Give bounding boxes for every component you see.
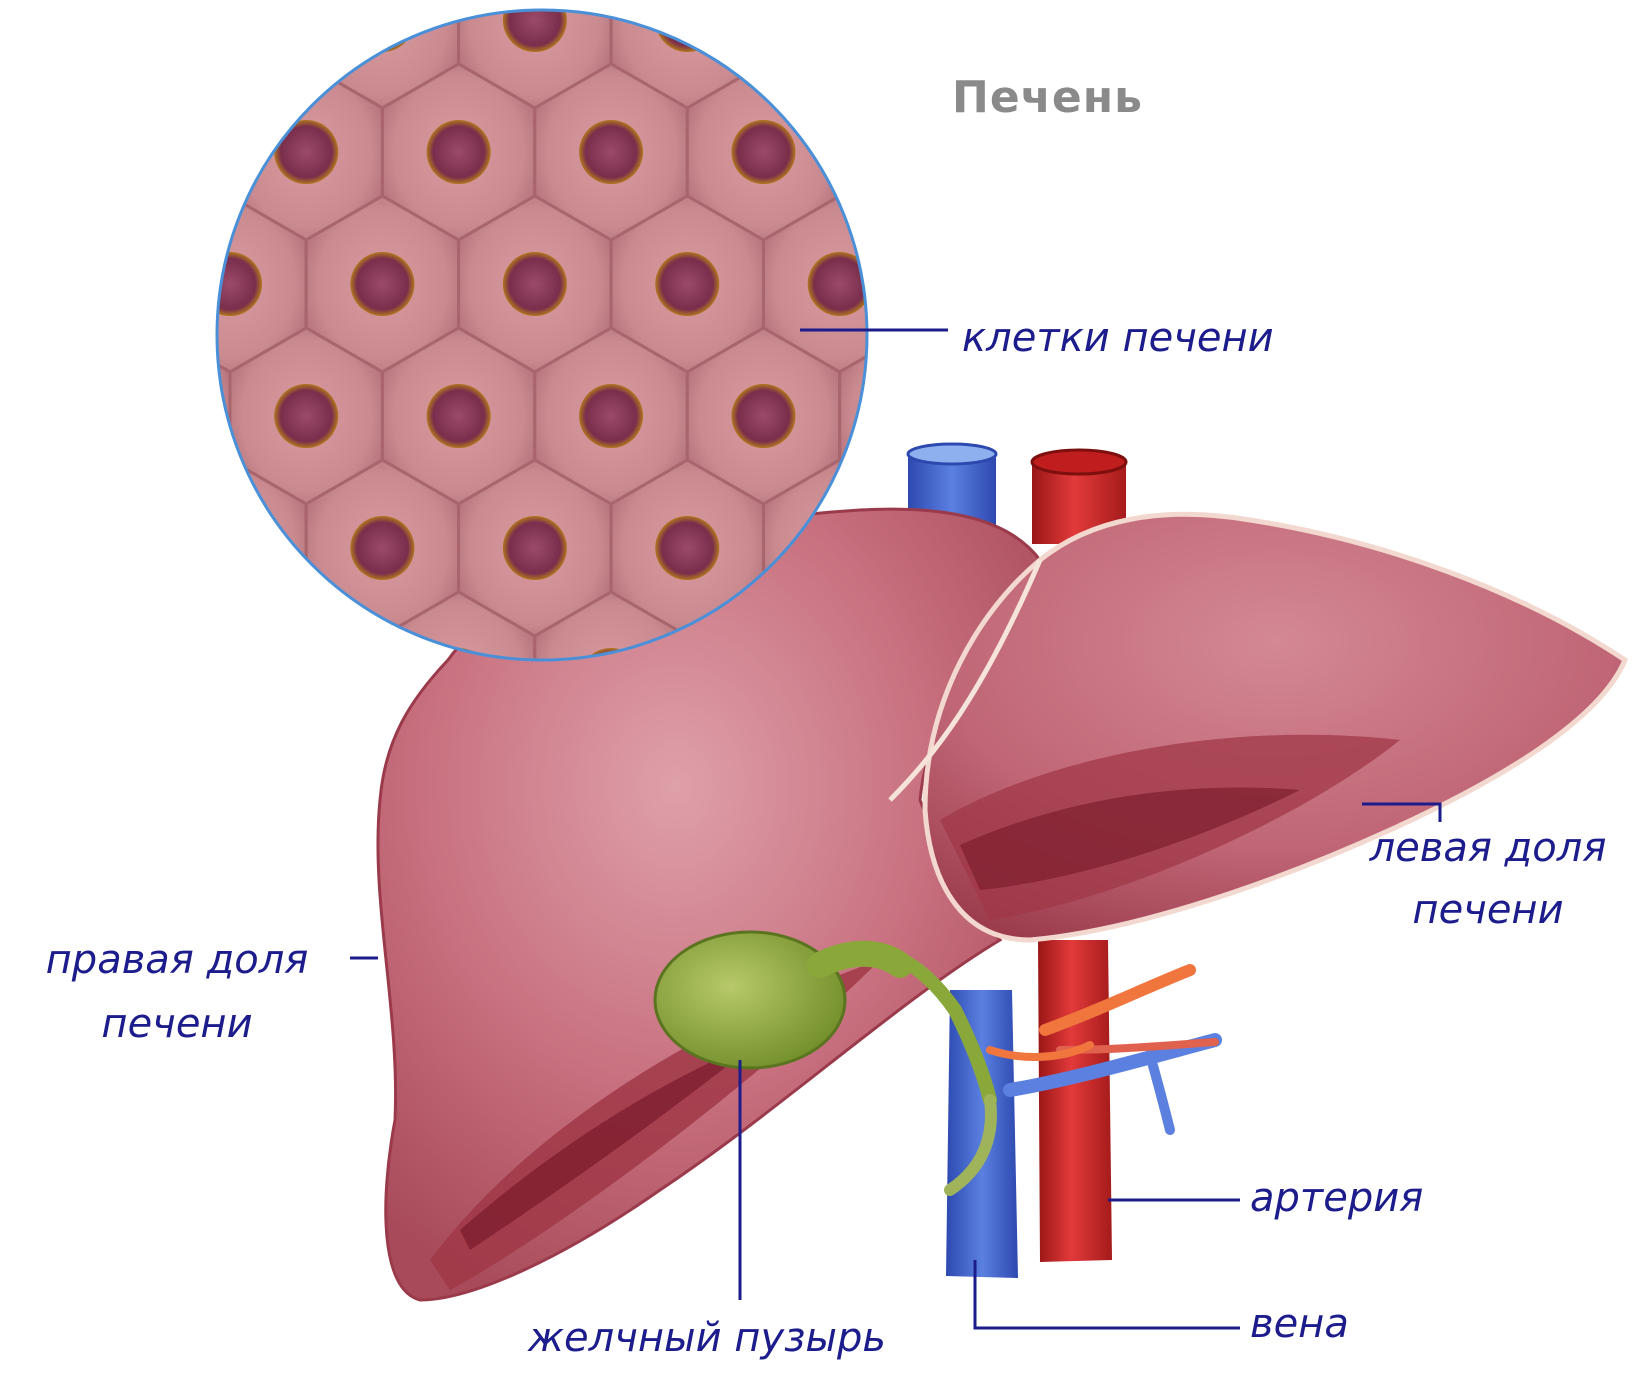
cell-nucleus (1036, 120, 1100, 184)
cell-nucleus (46, 252, 110, 316)
label-vein: вена (1250, 1304, 1349, 1344)
cell-nucleus (122, 384, 186, 448)
cell-nucleus (884, 120, 948, 184)
cell-nucleus (46, 516, 110, 580)
cell-nucleus (46, 0, 110, 52)
diagram-title: Печень (952, 72, 1143, 123)
cell-nucleus (122, 648, 186, 712)
cell-nucleus (427, 120, 491, 184)
liver-cell (1, 724, 153, 900)
artery-vessel (1038, 940, 1112, 1262)
cell-nucleus (427, 384, 491, 448)
cell-nucleus (122, 120, 186, 184)
cell-nucleus (579, 384, 643, 448)
label-left-lobe-line2: печени (1338, 890, 1638, 930)
liver-cell (154, 0, 306, 108)
cell-nucleus (198, 516, 262, 580)
label-liver-cells: клетки печени (962, 318, 1274, 358)
liver-cell (154, 724, 306, 900)
liver-cell (78, 64, 230, 240)
cell-nucleus (350, 252, 414, 316)
label-right-lobe-line1: правая доля (12, 940, 342, 980)
cell-nucleus (274, 120, 338, 184)
cell-nucleus (1036, 384, 1100, 448)
cell-nucleus (274, 384, 338, 448)
liver-cell (1, 0, 153, 108)
cell-nucleus (731, 120, 795, 184)
cell-nucleus (274, 648, 338, 712)
label-artery: артерия (1250, 1178, 1423, 1218)
liver-cell (764, 0, 916, 108)
cell-nucleus (808, 0, 872, 52)
cell-nucleus (960, 252, 1024, 316)
cell-nucleus (198, 0, 262, 52)
cell-nucleus (503, 516, 567, 580)
label-gallbladder: желчный пузырь (528, 1318, 886, 1358)
liver-cell (1, 460, 153, 636)
cell-nucleus (655, 516, 719, 580)
liver-cell (78, 328, 230, 504)
cell-nucleus (960, 0, 1024, 52)
liver-cell (1, 196, 153, 372)
liver-cell (78, 592, 230, 768)
cell-nucleus (46, 780, 110, 844)
cell-nucleus (503, 252, 567, 316)
label-right-lobe-line2: печени (12, 1004, 342, 1044)
cell-nucleus (350, 516, 414, 580)
cell-nucleus (198, 252, 262, 316)
cell-nucleus (884, 384, 948, 448)
liver-cell (230, 592, 382, 768)
cell-nucleus (198, 780, 262, 844)
cell-nucleus (731, 384, 795, 448)
label-left-lobe-line1: левая доля (1338, 828, 1638, 868)
vein-vessel (946, 990, 1018, 1278)
cell-nucleus (579, 120, 643, 184)
cell-nucleus (655, 252, 719, 316)
